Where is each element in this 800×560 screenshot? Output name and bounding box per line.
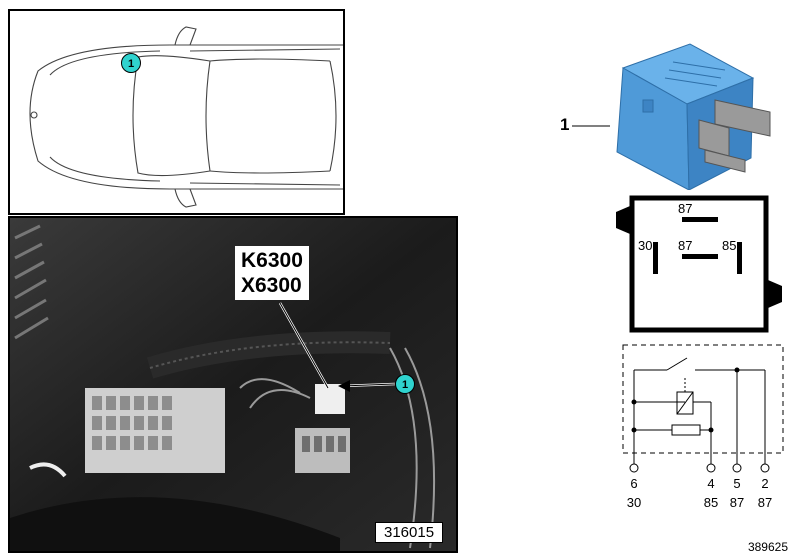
terminal-87-top-blade — [682, 217, 718, 222]
pin-terminal-87-a: 87 — [729, 495, 745, 510]
pin-label-5: 5 — [733, 476, 741, 491]
relay-label-x: X6300 — [241, 274, 302, 297]
terminal-label-30: 30 — [638, 238, 653, 253]
installation-photo-panel: K6300 X6300 1 316015 — [8, 216, 458, 553]
pin-terminal-87-b: 87 — [757, 495, 773, 510]
relay-label-k: K6300 — [241, 249, 303, 272]
terminal-85-blade — [737, 242, 742, 274]
part-leader-line — [572, 125, 610, 127]
terminal-label-85: 85 — [722, 238, 737, 253]
car-outline-drawing — [29, 26, 343, 208]
terminal-label-87-top: 87 — [678, 201, 693, 216]
photo-callout: 1 — [395, 374, 415, 394]
pin-label-6: 6 — [630, 476, 638, 491]
terminal-87-center-blade — [682, 254, 718, 259]
pin-label-2: 2 — [761, 476, 769, 491]
pin-6-terminal — [629, 463, 639, 473]
relay-image — [616, 43, 771, 190]
relay-circuit-schematic — [622, 344, 784, 473]
location-callout: 1 — [121, 53, 141, 73]
pin-2-terminal — [760, 463, 770, 473]
vehicle-location-panel: 1 — [8, 9, 345, 215]
relay-terminal-layout — [616, 195, 782, 333]
engine-bay-photo — [10, 218, 456, 551]
pin-terminal-30: 30 — [626, 495, 642, 510]
pin-label-4: 4 — [707, 476, 715, 491]
photo-reference-number: 316015 — [375, 522, 444, 543]
terminal-30-blade — [653, 242, 658, 274]
pin-terminal-85: 85 — [703, 495, 719, 510]
relay-designation-label: K6300 X6300 — [235, 246, 309, 300]
pin-4-terminal — [706, 463, 716, 473]
part-number-label: 1 — [560, 115, 570, 134]
terminal-label-87-center: 87 — [678, 238, 693, 253]
pin-5-terminal — [732, 463, 742, 473]
document-number: 389625 — [747, 540, 788, 554]
